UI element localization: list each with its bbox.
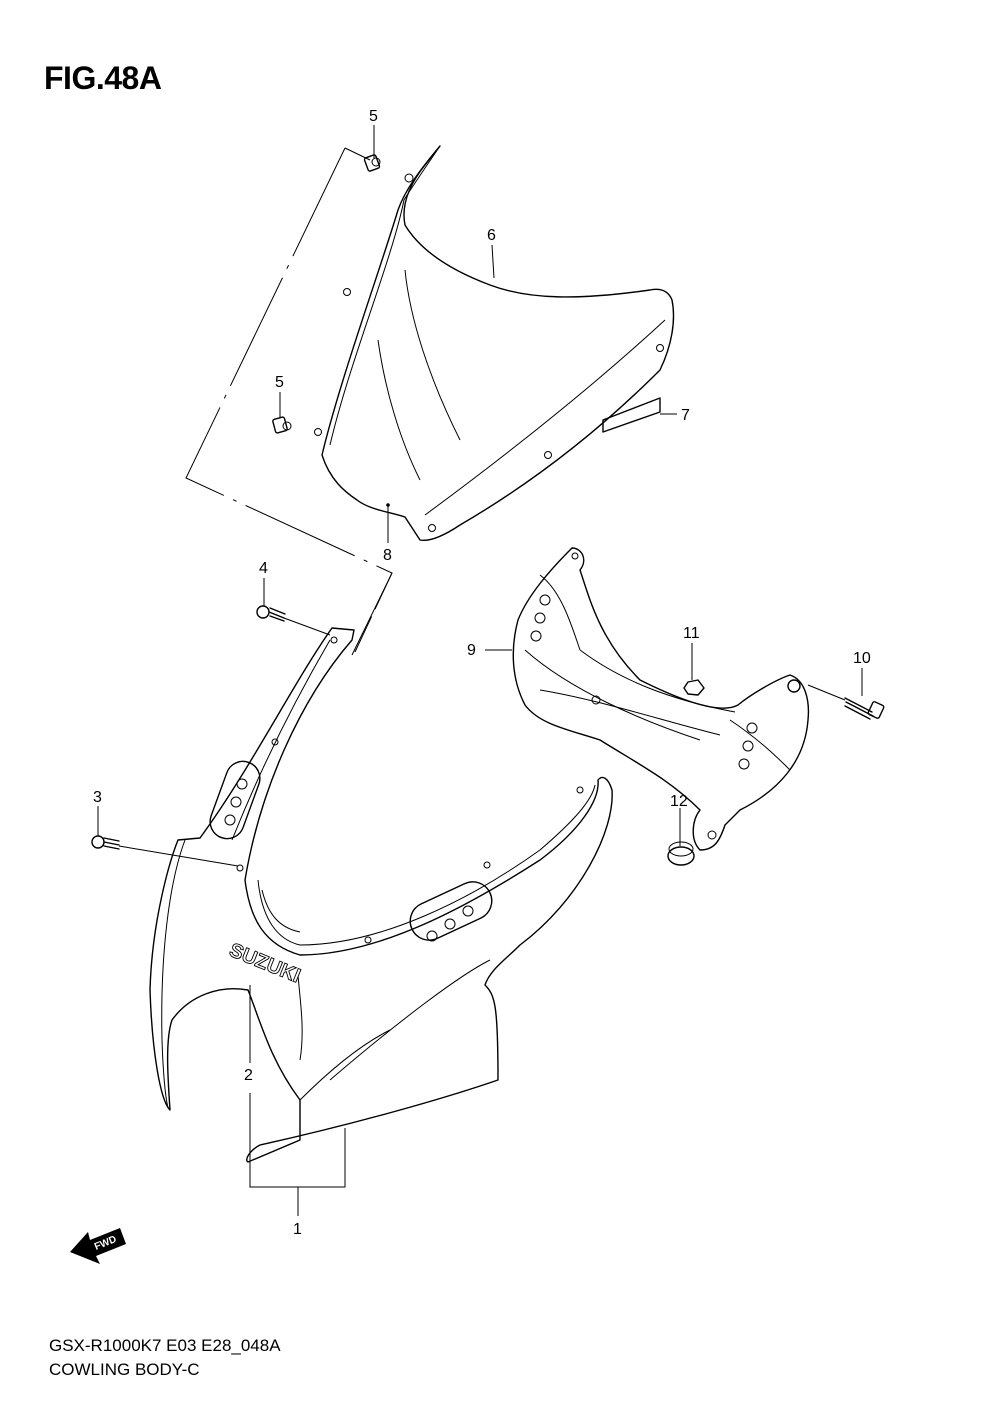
upper-cowling[interactable]: SUZUKI bbox=[149, 627, 613, 1163]
callout-6: 6 bbox=[487, 227, 496, 244]
cowling-bracket[interactable] bbox=[512, 547, 810, 851]
screw-3[interactable] bbox=[91, 835, 239, 867]
nut-11[interactable] bbox=[683, 679, 705, 696]
callout-12: 12 bbox=[670, 793, 688, 810]
vent-left bbox=[209, 760, 261, 840]
assembly-guide-lines bbox=[185, 147, 393, 656]
callout-10: 10 bbox=[853, 650, 871, 667]
callout-8: 8 bbox=[383, 547, 392, 564]
figure-title: FIG.48A bbox=[44, 60, 162, 96]
suzuki-logo: SUZUKI bbox=[226, 939, 303, 987]
section-name: COWLING BODY-C bbox=[49, 1360, 200, 1379]
screw-5-lower[interactable] bbox=[272, 416, 292, 434]
bolt-10[interactable] bbox=[807, 684, 885, 720]
callout-labels: 5 5 6 7 8 4 3 9 11 10 12 2 1 bbox=[93, 108, 871, 1238]
callout-11: 11 bbox=[683, 625, 700, 642]
callout-3: 3 bbox=[93, 789, 102, 806]
callout-5a: 5 bbox=[369, 108, 378, 125]
callout-4: 4 bbox=[259, 560, 268, 577]
model-code: GSX-R1000K7 E03 E28_048A bbox=[49, 1336, 281, 1355]
callout-2: 2 bbox=[244, 1067, 253, 1084]
callout-9: 9 bbox=[467, 642, 476, 659]
callout-5b: 5 bbox=[275, 374, 284, 391]
tape-strip[interactable] bbox=[602, 397, 661, 433]
fwd-arrow: FWD bbox=[70, 1228, 126, 1264]
screw-4[interactable] bbox=[256, 605, 331, 636]
vent-right bbox=[409, 881, 493, 942]
callout-leaders bbox=[97, 125, 863, 1216]
screw-5-upper[interactable] bbox=[363, 154, 381, 172]
callout-7: 7 bbox=[681, 407, 690, 424]
callout-1: 1 bbox=[293, 1221, 302, 1238]
windscreen[interactable] bbox=[314, 145, 675, 542]
grommet-12[interactable] bbox=[667, 841, 695, 866]
